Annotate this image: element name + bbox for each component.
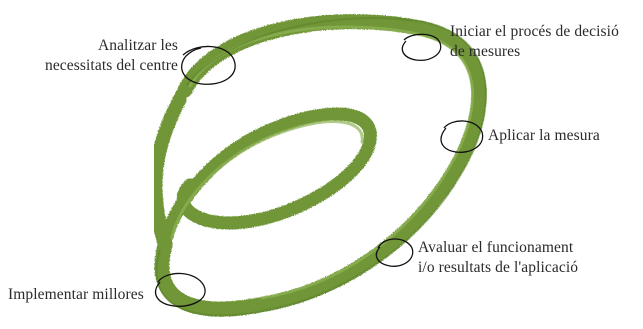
- step-label-evaluate-line-1: Avaluar el funcionament: [418, 239, 574, 256]
- step-label-decide-line-1: Iniciar el procés de decisió: [450, 23, 619, 40]
- step-label-apply-line-1: Aplicar la mesura: [488, 127, 600, 144]
- step-label-apply: Aplicar la mesura: [488, 126, 638, 146]
- step-label-improve-line-1: Implementar millores: [8, 286, 144, 303]
- spiral-left-sweep: [148, 83, 192, 252]
- step-label-improve: Implementar millores: [8, 285, 168, 305]
- step-label-decide: Iniciar el procés de decisió de mesures: [450, 22, 640, 62]
- spiral-inner-loop: [158, 107, 377, 252]
- step-label-analyze: Analitzar les necessitats del centre: [30, 36, 178, 76]
- marker-evaluate: [375, 238, 414, 267]
- marker-analyze: [181, 45, 236, 85]
- step-label-evaluate: Avaluar el funcionament i/o resultats de…: [418, 238, 638, 278]
- step-label-analyze-line-1: Analitzar les: [97, 37, 178, 54]
- step-label-evaluate-line-2: i/o resultats de l'aplicació: [418, 259, 579, 276]
- marker-improve: [155, 272, 206, 307]
- step-label-decide-line-2: de mesures: [450, 43, 521, 60]
- step-label-analyze-line-2: necessitats del centre: [44, 57, 178, 74]
- marker-apply: [440, 120, 484, 153]
- marker-decide: [401, 33, 442, 61]
- step-markers: [155, 33, 484, 307]
